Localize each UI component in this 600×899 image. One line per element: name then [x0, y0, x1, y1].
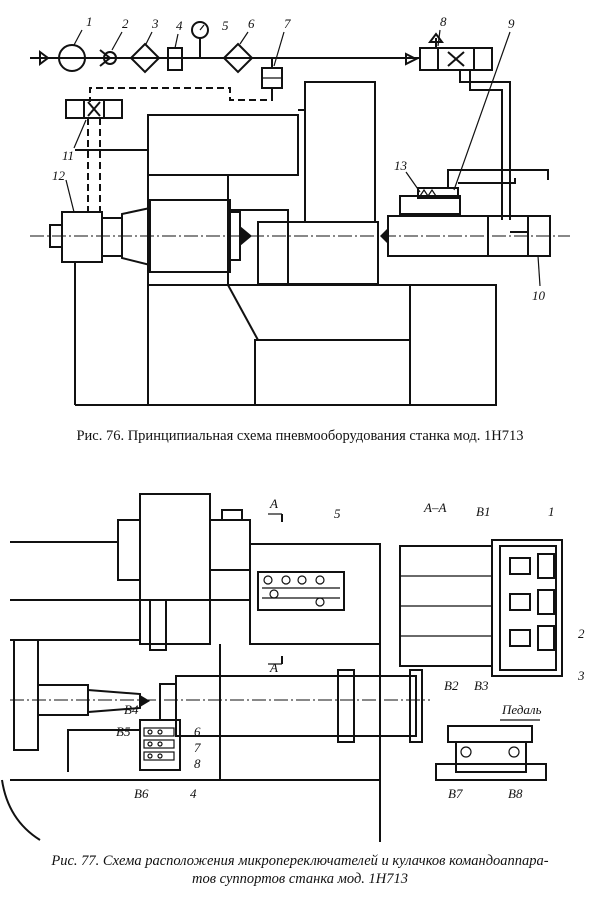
callout-4: 4	[190, 786, 197, 801]
caption-line-1: Рис. 77. Схема расположения микропереклю…	[51, 853, 549, 869]
svg-text:А: А	[269, 660, 278, 675]
pedal-label: Педаль	[501, 702, 542, 717]
label-B5: В5	[116, 724, 131, 739]
callout-5: 5	[222, 18, 229, 33]
callout-3: 3	[151, 16, 159, 31]
leaders	[65, 29, 541, 287]
callout-8: 8	[194, 756, 201, 771]
filter-component	[58, 44, 86, 72]
callout-7: 7	[194, 740, 201, 755]
label-B3: В3	[474, 678, 489, 693]
chuck-valve	[65, 99, 123, 119]
callout-7: 7	[284, 16, 291, 31]
figure-76-pneumatic-diagram: 1 2 3 4 5 6 7 8 9 11 12 13 10	[0, 0, 600, 420]
callout-1: 1	[548, 504, 555, 519]
callout-12: 12	[52, 168, 66, 183]
limit-switch	[399, 169, 549, 215]
pressure-regulator	[222, 42, 254, 74]
callout-13: 13	[394, 158, 408, 173]
label-B7: В7	[448, 786, 463, 801]
check-valve	[99, 49, 117, 67]
label-B2: В2	[444, 678, 459, 693]
command-drum	[257, 571, 345, 611]
label-B8: В8	[508, 786, 523, 801]
callout-5: 5	[334, 506, 341, 521]
section-mark-bottom: А	[268, 656, 283, 675]
callout-10: 10	[532, 288, 546, 303]
callout-2: 2	[578, 626, 585, 641]
callout-4: 4	[176, 18, 183, 33]
section-mark-top: А	[268, 496, 283, 522]
figure-77-caption: Рис. 77. Схема расположения микропереклю…	[0, 852, 600, 888]
machine-frame	[74, 81, 497, 406]
callout-3: 3	[577, 668, 585, 683]
callout-6: 6	[248, 16, 255, 31]
figure-77-switch-layout: А А	[0, 480, 600, 852]
callout-6: 6	[194, 724, 201, 739]
solenoid-valve	[405, 32, 493, 71]
pressure-gauge	[191, 21, 209, 58]
caption-line-2: тов суппортов станка мод. 1Н713	[191, 871, 409, 887]
callout-11: 11	[62, 148, 74, 163]
pressure-relay	[261, 58, 283, 94]
carriage-switches	[67, 719, 181, 772]
pipe-to-cylinder	[459, 70, 511, 220]
chuck-cylinder	[49, 211, 123, 263]
label-B4: В4	[124, 702, 139, 717]
pedal-assembly	[435, 719, 547, 781]
section-title: А–А	[423, 500, 446, 515]
callout-8: 8	[440, 14, 447, 29]
section-view	[399, 539, 563, 677]
inlet-arrow	[39, 50, 50, 66]
label-B1: В1	[476, 504, 490, 519]
callout-1: 1	[86, 14, 93, 29]
spindle-assembly	[10, 639, 430, 751]
label-B6: В6	[134, 786, 149, 801]
callout-9: 9	[508, 16, 515, 31]
pilot-line	[89, 87, 273, 102]
moisture-separator	[129, 42, 161, 74]
figure-76-caption: Рис. 76. Принципиальная схема пневмообор…	[76, 428, 524, 444]
callout-2: 2	[122, 16, 129, 31]
svg-text:А: А	[269, 496, 278, 511]
